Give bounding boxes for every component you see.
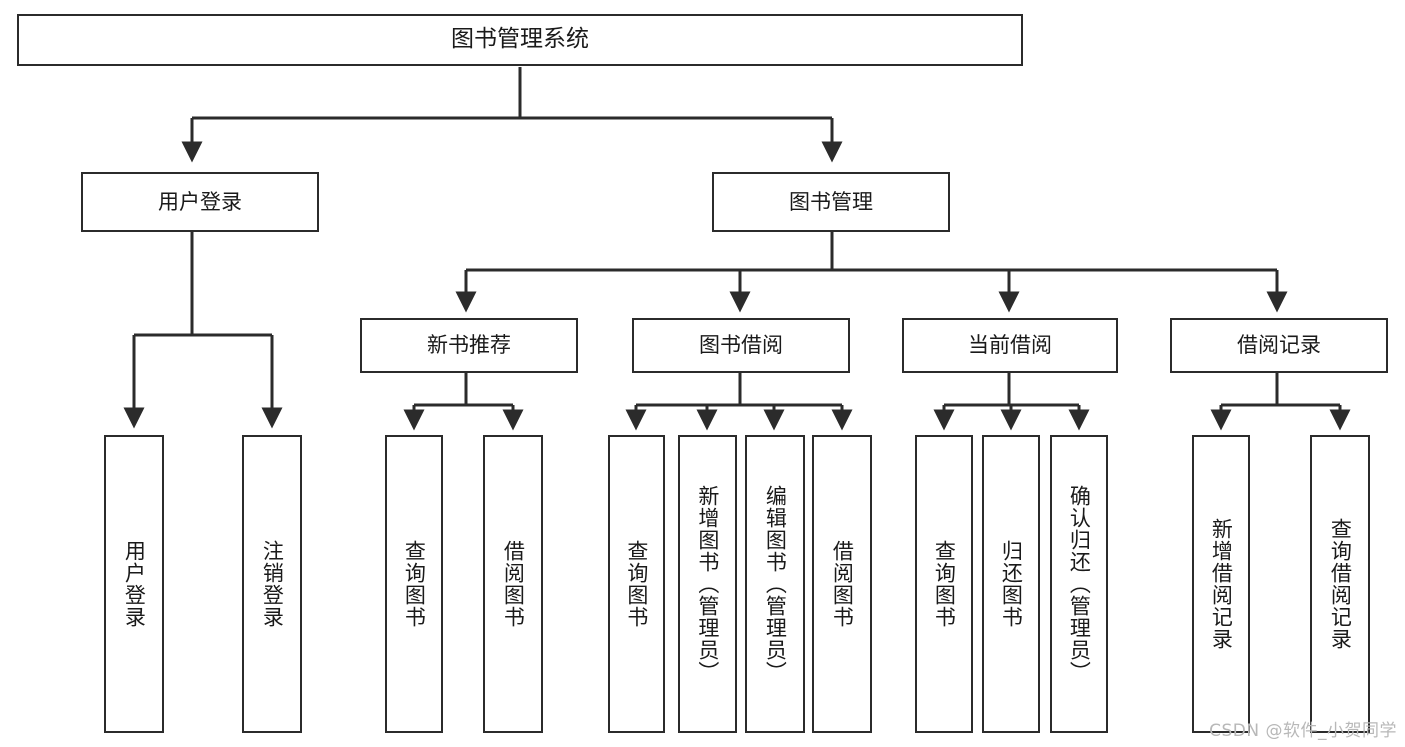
node-label: 注销登录 <box>260 540 285 628</box>
node-label: 借阅记录 <box>1237 333 1321 358</box>
node-root-system[interactable]: 图书管理系统 <box>17 14 1023 66</box>
node-book-management[interactable]: 图书管理 <box>712 172 950 232</box>
node-current-borrow[interactable]: 当前借阅 <box>902 318 1118 373</box>
node-label: 新增图书（管理员） <box>695 485 720 683</box>
node-label: 编辑图书（管理员） <box>763 485 788 683</box>
node-label: 用户登录 <box>158 189 242 214</box>
node-label: 图书管理系统 <box>451 26 589 53</box>
node-new-book-recommend[interactable]: 新书推荐 <box>360 318 578 373</box>
leaf-current-query-book[interactable]: 查询图书 <box>915 435 973 733</box>
node-label: 借阅图书 <box>501 540 526 628</box>
leaf-borrow-edit-book-admin[interactable]: 编辑图书（管理员） <box>745 435 805 733</box>
node-label: 用户登录 <box>122 540 147 628</box>
node-label: 新增借阅记录 <box>1209 518 1234 650</box>
leaf-user-login-signin[interactable]: 用户登录 <box>104 435 164 733</box>
node-borrow-records[interactable]: 借阅记录 <box>1170 318 1388 373</box>
leaf-current-confirm-return-admin[interactable]: 确认归还（管理员） <box>1050 435 1108 733</box>
node-book-borrow[interactable]: 图书借阅 <box>632 318 850 373</box>
leaf-current-return-book[interactable]: 归还图书 <box>982 435 1040 733</box>
watermark-text: CSDN @软件_小贺同学 <box>1209 721 1397 741</box>
node-label: 查询图书 <box>402 540 427 628</box>
node-label: 图书管理 <box>789 189 873 214</box>
node-label: 确认归还（管理员） <box>1067 485 1092 683</box>
node-label: 查询图书 <box>624 540 649 628</box>
leaf-borrow-add-book-admin[interactable]: 新增图书（管理员） <box>678 435 737 733</box>
node-label: 借阅图书 <box>830 540 855 628</box>
leaf-records-add-record[interactable]: 新增借阅记录 <box>1192 435 1250 733</box>
node-label: 图书借阅 <box>699 333 783 358</box>
node-label: 归还图书 <box>999 540 1024 628</box>
node-user-login[interactable]: 用户登录 <box>81 172 319 232</box>
leaf-borrow-query-book[interactable]: 查询图书 <box>608 435 665 733</box>
node-label: 新书推荐 <box>427 333 511 358</box>
leaf-recommend-borrow-book[interactable]: 借阅图书 <box>483 435 543 733</box>
node-label: 查询图书 <box>932 540 957 628</box>
leaf-records-query-record[interactable]: 查询借阅记录 <box>1310 435 1370 733</box>
leaf-user-login-signout[interactable]: 注销登录 <box>242 435 302 733</box>
node-label: 当前借阅 <box>968 333 1052 358</box>
leaf-recommend-query-book[interactable]: 查询图书 <box>385 435 443 733</box>
node-label: 查询借阅记录 <box>1328 518 1353 650</box>
leaf-borrow-borrow-book[interactable]: 借阅图书 <box>812 435 872 733</box>
